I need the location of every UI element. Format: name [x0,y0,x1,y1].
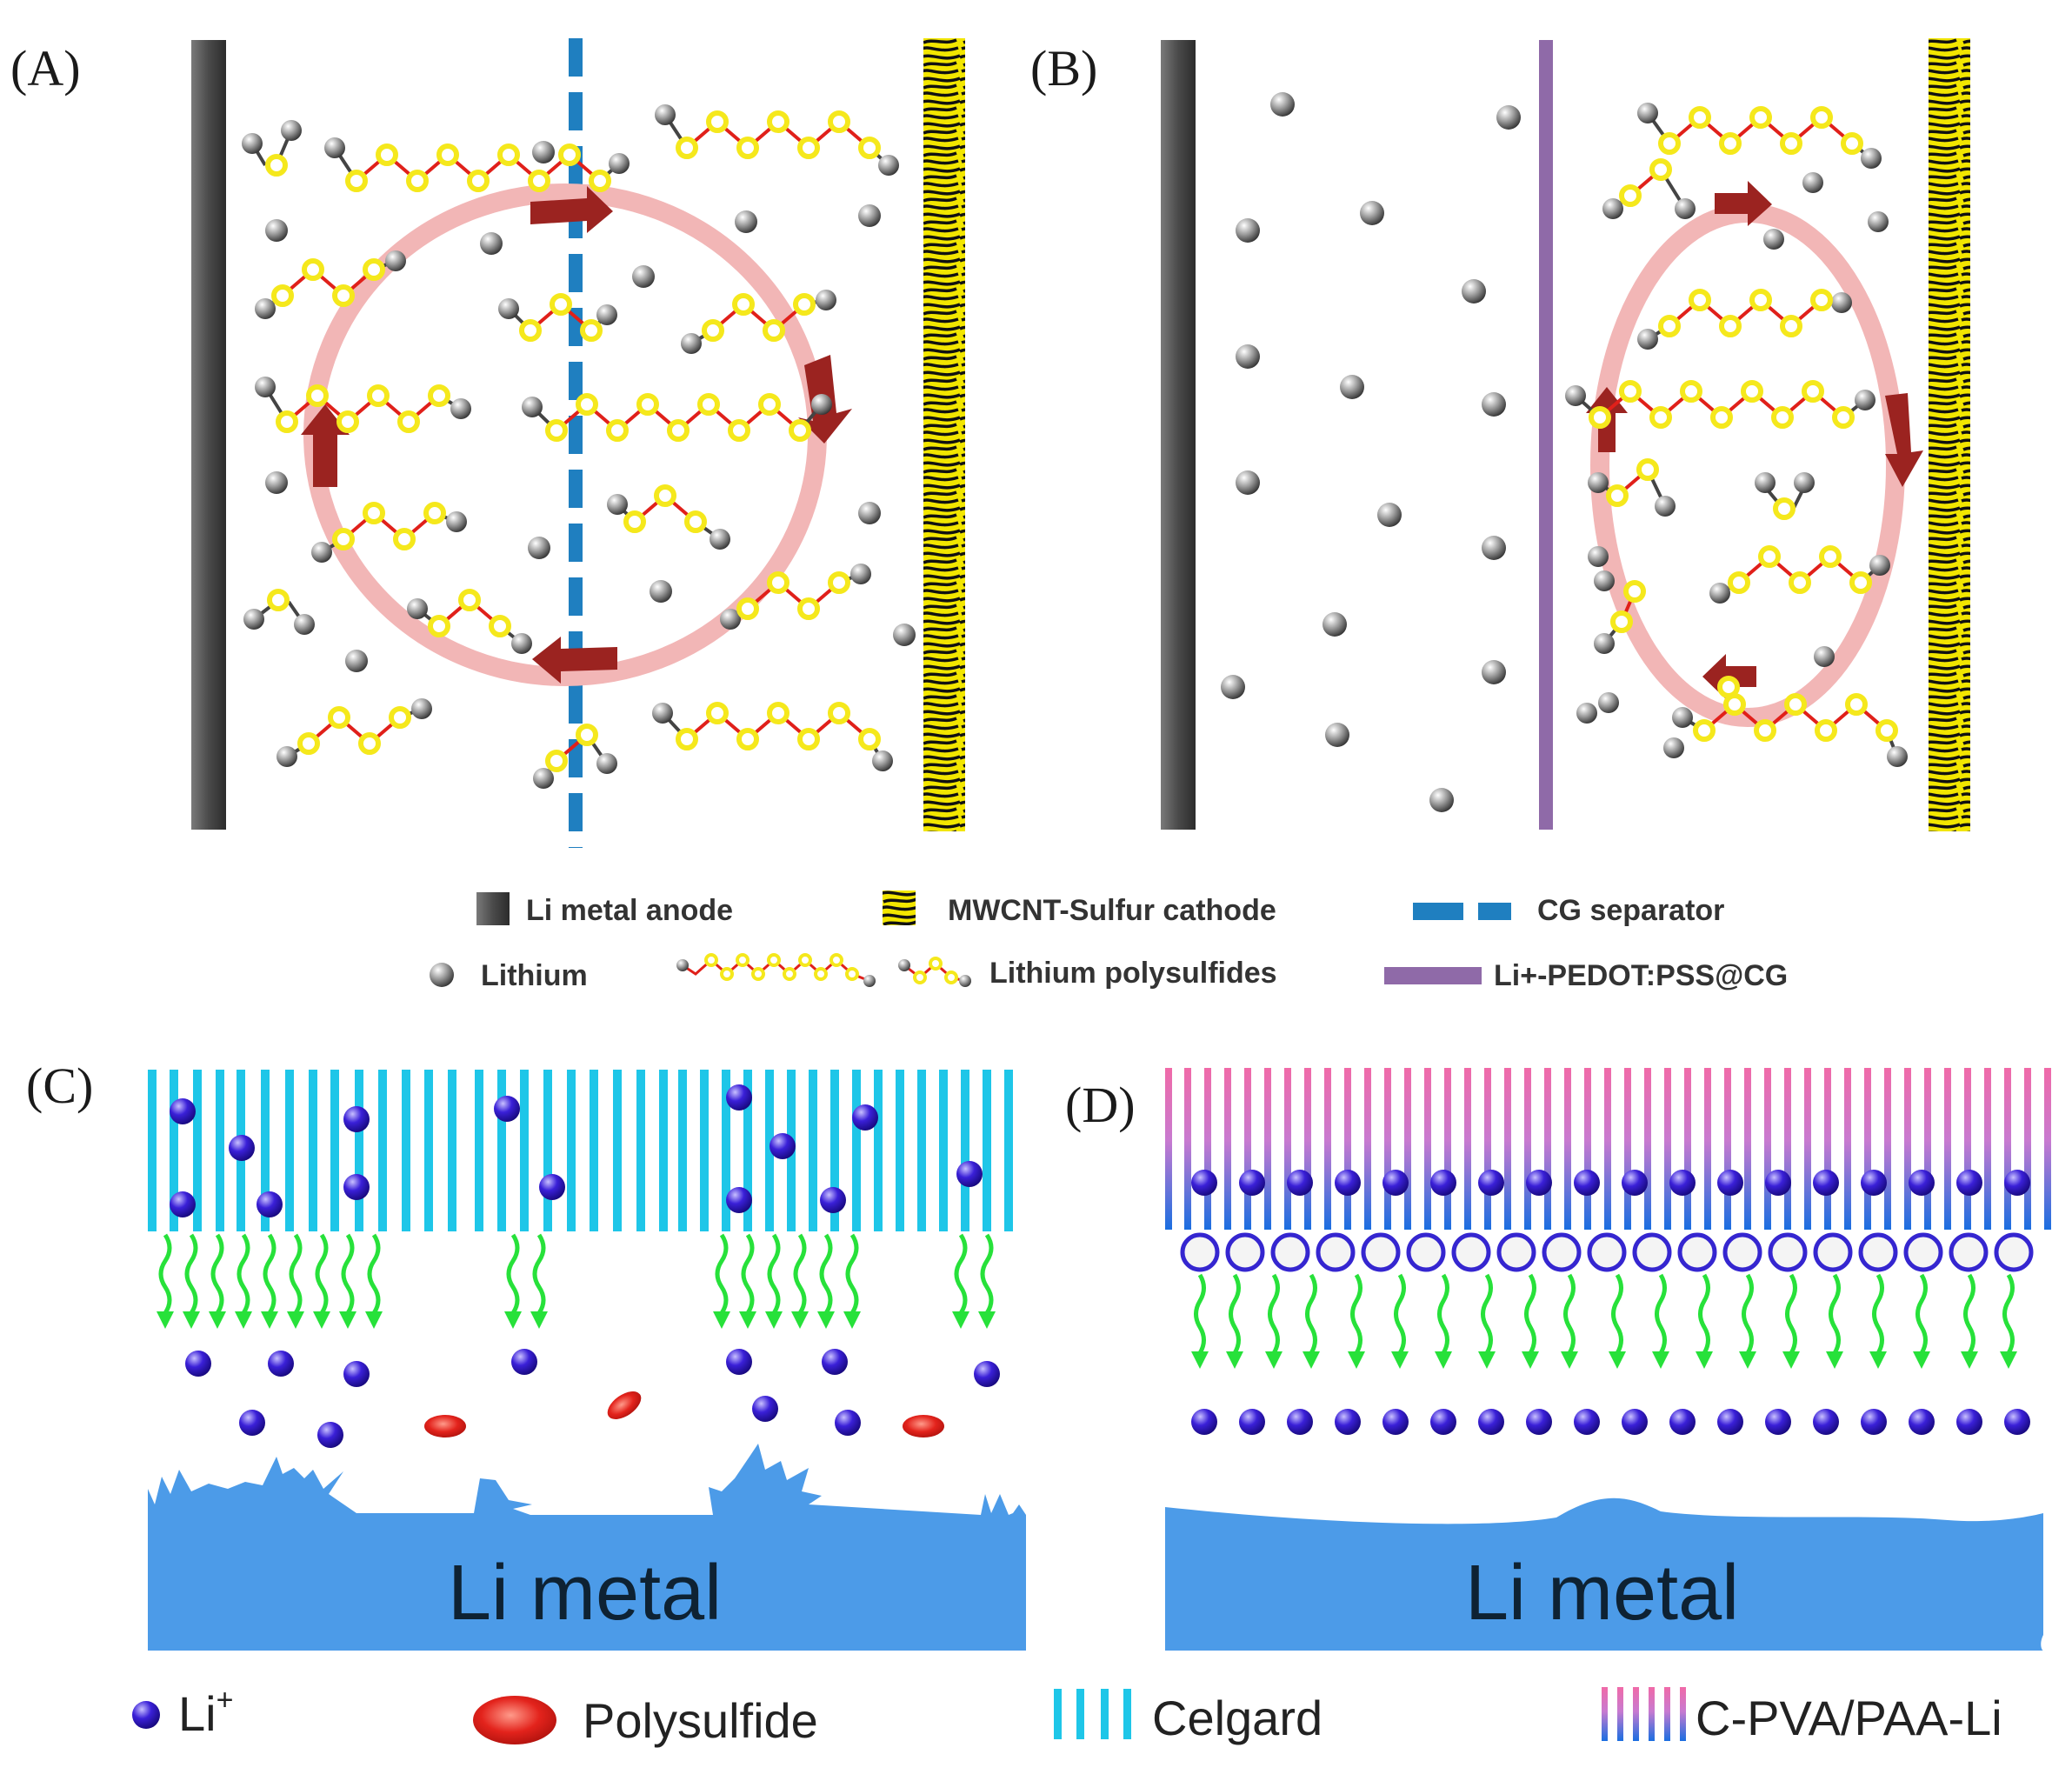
legend-coated-separator-label: Li+-PEDOT:PSS@CG [1494,959,1788,992]
panel-c: (C) [26,1057,1026,1651]
panel-label-b: (B) [1030,40,1097,97]
li-atoms-a [265,141,916,672]
legend-anode-swatch [476,892,510,925]
legend-separator-swatch-1 [1413,903,1463,920]
legend-bottom: Li+ Polysulfide Celgard C-PVA/PAA-Li [132,1684,2002,1748]
li-ions-d-separator [1191,1170,2030,1196]
panel-label-c: (C) [26,1057,93,1114]
li-metal-label-d: Li metal [1465,1550,1739,1637]
cathode-b [1929,38,1970,831]
li-flux-arrowheads-c [157,1311,996,1329]
legend-polysulfide-label: Polysulfide [583,1693,818,1748]
li-flux-arrows-c [158,1233,994,1315]
legend-celgard-icon [1054,1689,1131,1739]
panel-b: (B) [1030,38,1970,831]
legend-cathode-label: MWCNT-Sulfur cathode [948,894,1276,927]
cathode-a [923,38,965,831]
celgard-separator-c [148,1070,1013,1231]
li-ions-d-electrolyte [1191,1409,2030,1435]
legend-polysulfide-icon [676,953,971,987]
li-flux-arrows-d [1194,1273,2015,1355]
coated-separator-d [1165,1068,2051,1230]
polysulfide-chains-b [1565,103,1908,767]
li-site-rings-d [1180,1232,2034,1272]
li-ions-c-electrolyte [185,1349,1000,1448]
li-metal-c [148,1444,1026,1651]
coated-separator-b [1539,40,1553,830]
legend-coated-label: C-PVA/PAA-Li [1696,1691,2002,1745]
li-atoms-b-left [1221,92,1521,812]
panel-label-a: (A) [10,40,81,97]
legend-anode-label: Li metal anode [526,894,733,927]
li-metal-label-c: Li metal [448,1550,722,1637]
legend-polysulfides-label: Lithium polysulfides [989,957,1277,990]
legend-li-ion-label: Li+ [178,1684,233,1741]
legend-li-ion-icon [132,1701,160,1729]
legend-lithium-label: Lithium [481,959,588,992]
li-metal-anode-b [1161,40,1196,830]
legend-cathode-swatch [883,890,916,925]
li-metal-anode-a [191,40,226,830]
legend-coated-separator-swatch [1384,967,1482,984]
li-flux-arrowheads-d [1191,1351,2017,1369]
panel-label-d: (D) [1065,1077,1136,1133]
legend-coated-icon [1602,1687,1686,1741]
legend-separator-label: CG separator [1537,894,1724,927]
panel-a: (A) [10,38,965,848]
legend-lithium-icon [430,963,454,987]
legend-polysulfide-icon [473,1696,556,1744]
polysulfides-c [424,1391,944,1437]
li-ions-c-separator [170,1084,983,1217]
li-metal-d [1165,1498,2043,1651]
legend-top: Li metal anode MWCNT-Sulfur cathode CG s… [430,890,1788,992]
panel-d: (D) Li metal [1065,1068,2051,1651]
legend-separator-swatch-2 [1478,903,1511,920]
polysulfide-chains-a [242,104,899,789]
legend-celgard-label: Celgard [1152,1691,1322,1745]
